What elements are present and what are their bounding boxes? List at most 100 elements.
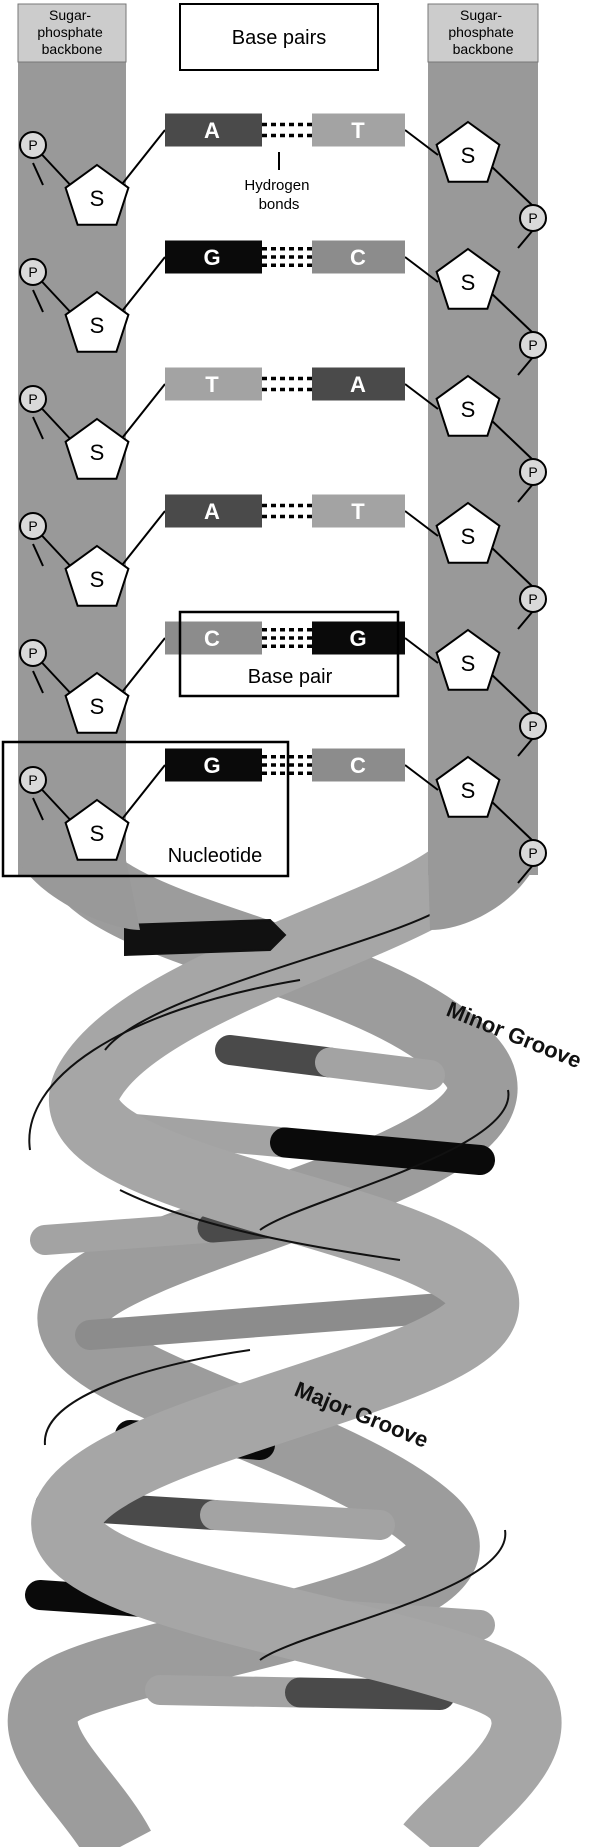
helix-strand-front: [31, 837, 562, 1847]
phosphate-label: P: [528, 337, 537, 353]
backbone-bond: [32, 543, 44, 567]
sugar-label: S: [461, 524, 476, 549]
helix-edge-line: [28, 979, 301, 1151]
base-right: [312, 494, 405, 528]
sugar-label: S: [90, 440, 105, 465]
base-left-label: C: [204, 626, 220, 651]
sugar-base-bond: [404, 129, 439, 156]
helix-base: [145, 1675, 315, 1708]
sugar-base-bond: [118, 383, 166, 443]
base-right: [312, 748, 405, 782]
right-backbone: [428, 55, 538, 875]
backbone-bond: [517, 737, 534, 757]
base-pair-label: Base pair: [248, 666, 333, 688]
double-helix: [7, 837, 562, 1847]
sugar-label: S: [90, 186, 105, 211]
sugar-label: S: [90, 567, 105, 592]
sugar-pentagon: [64, 671, 130, 734]
right-backbone-label: Sugar- phosphate backbone: [448, 7, 517, 57]
sugar-pentagon: [64, 290, 130, 353]
phosphate-label: P: [28, 137, 37, 153]
base-left: [165, 240, 262, 274]
sugar-label: S: [461, 143, 476, 168]
sugar-base-bond: [118, 510, 166, 570]
backbone-bond: [517, 356, 534, 376]
backbone-bond: [32, 416, 44, 440]
phosphate-circle: [519, 331, 547, 359]
phosphate-circle: [19, 639, 47, 667]
base-pair-box: [178, 610, 400, 698]
sugar-base-bond: [404, 383, 439, 410]
backbone-bond: [32, 162, 44, 186]
sugar-base-bond: [118, 256, 166, 316]
phosphate-circle: [519, 458, 547, 486]
backbone-bond: [489, 672, 534, 715]
sugar-base-bond: [404, 764, 439, 791]
base-left: [165, 113, 262, 147]
sugar-label: S: [461, 397, 476, 422]
base-right-label: T: [351, 499, 365, 524]
helix-base: [30, 1212, 228, 1255]
sugar-pentagon: [64, 417, 130, 480]
backbone-bond: [517, 229, 534, 249]
base-right-label: G: [349, 626, 366, 651]
phosphate-label: P: [28, 645, 37, 661]
helix-base: [270, 1127, 495, 1175]
helix-base: [75, 1305, 300, 1350]
hydrogen-bonds-label: Hydrogen bonds: [244, 177, 313, 213]
helix-edge-line: [104, 899, 456, 1051]
backbone-bond: [489, 164, 534, 207]
sugar-label: S: [461, 778, 476, 803]
phosphate-circle: [19, 385, 47, 413]
helix-base: [285, 1677, 455, 1710]
sugar-base-bond: [118, 129, 166, 189]
base-left-label: G: [203, 753, 220, 778]
base-right: [312, 367, 405, 401]
base-pairs-title-box: [179, 3, 379, 71]
backbone-bond: [517, 483, 534, 503]
phosphate-circle: [19, 258, 47, 286]
phosphate-label: P: [528, 591, 537, 607]
backbone-bond: [32, 289, 44, 313]
base-right-label: T: [351, 118, 365, 143]
backbone-bond: [32, 670, 44, 694]
right-backbone-label-box: [427, 3, 539, 63]
phosphate-label: P: [28, 518, 37, 534]
phosphate-label: P: [528, 845, 537, 861]
backbone-curve: [428, 860, 538, 930]
backbone-bond: [489, 545, 534, 588]
sugar-pentagon: [435, 374, 501, 437]
backbone-bond: [32, 797, 44, 821]
sugar-pentagon: [435, 501, 501, 564]
base-left-label: T: [205, 372, 219, 397]
helix-edge-line: [259, 1089, 510, 1231]
helix-base: [200, 1500, 395, 1540]
helix-edge-line: [259, 1529, 507, 1661]
backbone-bond: [489, 799, 534, 842]
sugar-pentagon: [435, 247, 501, 310]
base-left-label: A: [204, 118, 220, 143]
base-left: [165, 494, 262, 528]
nucleotide-label: Nucleotide: [168, 845, 263, 867]
base-right-label: C: [350, 245, 366, 270]
sugar-base-bond: [404, 256, 439, 283]
nucleotide-box: [1, 740, 290, 878]
helix-rung: [124, 918, 287, 957]
helix-edge-line: [119, 1189, 401, 1261]
left-backbone-label-box: [17, 3, 127, 63]
phosphate-label: P: [528, 718, 537, 734]
phosphate-circle: [519, 204, 547, 232]
sugar-pentagon: [64, 544, 130, 607]
phosphate-circle: [19, 131, 47, 159]
sugar-pentagon: [64, 798, 130, 861]
sugar-label: S: [90, 821, 105, 846]
base-right: [312, 113, 405, 147]
sugar-label: S: [90, 694, 105, 719]
sugar-label: S: [461, 270, 476, 295]
base-pairs-title: Base pairs: [232, 27, 327, 49]
